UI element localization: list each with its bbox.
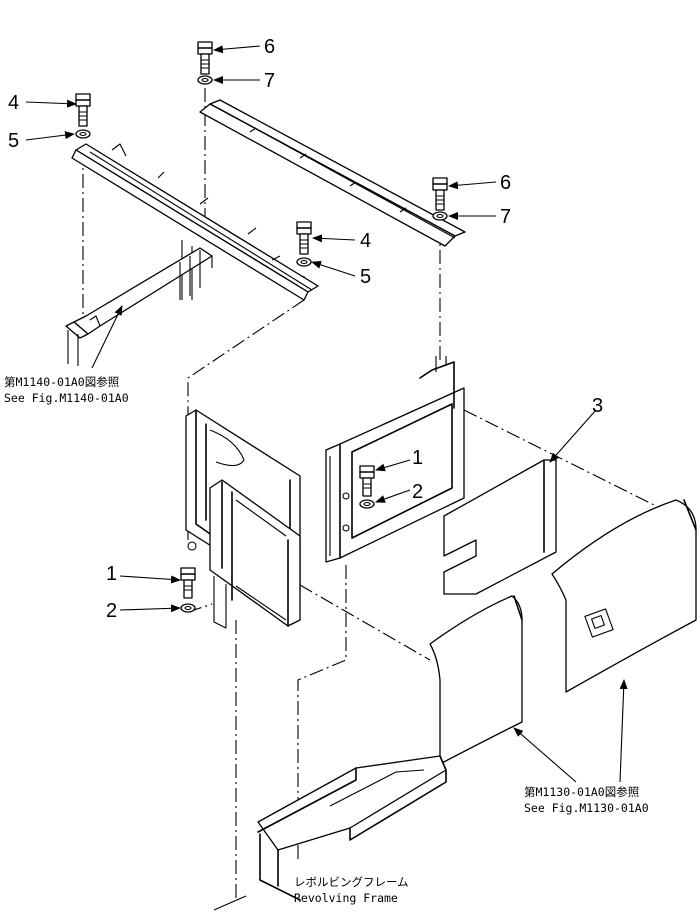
washer-icon-2-mid [359,499,375,509]
washer-icon-7-right [432,211,448,221]
bolt-icon-6-top [197,41,213,75]
part-label-7-right: 7 [500,206,511,228]
part-label-4-left: 4 [8,92,19,114]
leader-arrows [25,45,628,783]
part-label-6-top: 6 [264,36,275,58]
part-label-4-mid: 4 [360,230,371,252]
label-plate-icon [584,608,614,638]
bolt-icon-6-right [432,177,448,211]
ref-bottom-jp: レボルビングフレーム [294,875,409,889]
left-side-bracket [65,247,213,366]
bolt-icon-1-left [180,567,196,599]
upper-left-bracket [71,143,319,301]
bolt-icon-4-left [75,93,91,127]
washer-icon-2-left [180,603,196,613]
part-label-1-mid: 1 [412,447,423,469]
left-radiator-frame [185,409,301,629]
ref-right-en: See Fig.M1130-01A0 [524,801,649,815]
part-label-5-mid: 5 [360,266,371,288]
part-label-2-mid: 2 [412,481,423,503]
part-label-1-left: 1 [106,563,117,585]
washer-icon-5-mid [296,257,312,267]
right-radiator-frame [325,356,465,563]
upper-cross-bar [199,99,466,247]
part-number-labels: 6 7 4 5 6 7 4 5 3 1 2 1 2 [8,36,603,622]
reference-texts: 第M1140-01A0図参照 See Fig.M1140-01A0 第M1130… [4,375,649,905]
part-label-6-right: 6 [500,172,511,194]
ref-left-en: See Fig.M1140-01A0 [4,391,129,405]
ref-bottom-en: Revolving Frame [294,891,398,905]
washer-icon-5-left [75,129,91,139]
left-side-cover [429,595,523,765]
bolt-icon-1-mid [359,465,375,497]
washer-icon-7-top [197,75,213,85]
right-side-cover [551,499,697,693]
ref-right-jp: 第M1130-01A0図参照 [524,785,639,799]
bolt-icon-4-mid [296,221,312,255]
revolving-frame [213,755,447,911]
ref-left-jp: 第M1140-01A0図参照 [4,375,119,389]
part-label-5-left: 5 [8,130,19,152]
part-label-7-top: 7 [264,70,275,92]
part-label-2-left: 2 [106,600,117,622]
part-label-3: 3 [592,395,603,417]
